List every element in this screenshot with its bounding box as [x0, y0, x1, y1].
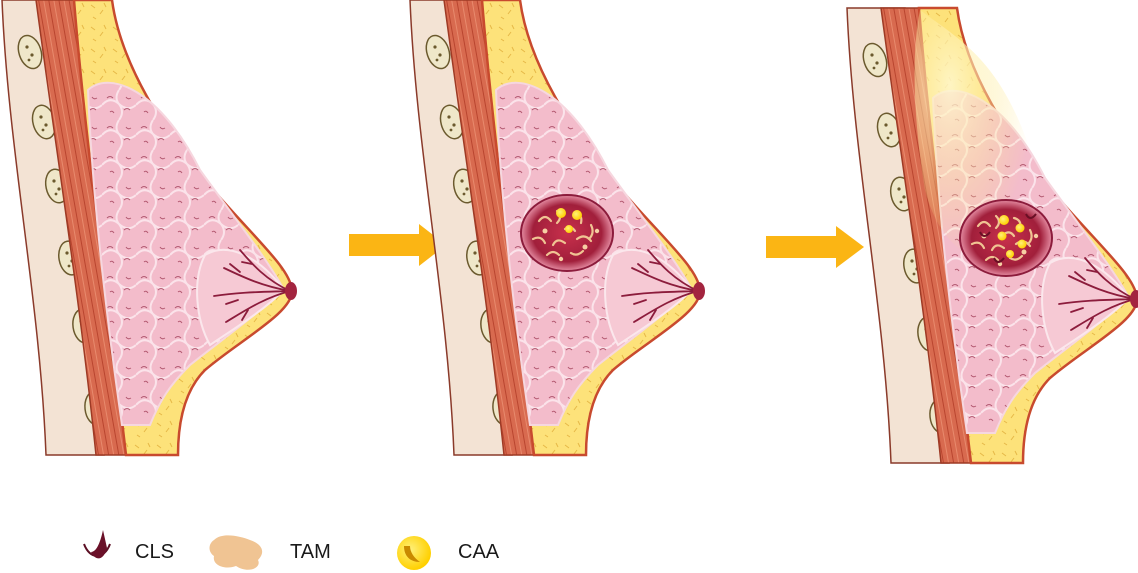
panel-tumor-breast	[410, 0, 705, 455]
panel-inflamed-tumor-breast	[847, 8, 1138, 463]
adipocyte-icon	[397, 536, 431, 570]
panel-normal-breast	[2, 0, 297, 455]
tumor-mass-inflamed	[960, 200, 1052, 276]
legend-label-caa: CAA	[458, 540, 499, 564]
tumor-mass	[521, 195, 613, 271]
progression-arrow-2	[766, 226, 864, 268]
legend-label-tam: TAM	[290, 540, 331, 564]
progression-arrow-1	[349, 224, 446, 266]
legend-label-cls: CLS	[135, 540, 174, 564]
macrophage-icon	[210, 535, 263, 569]
crown-like-structure-icon	[84, 530, 110, 558]
